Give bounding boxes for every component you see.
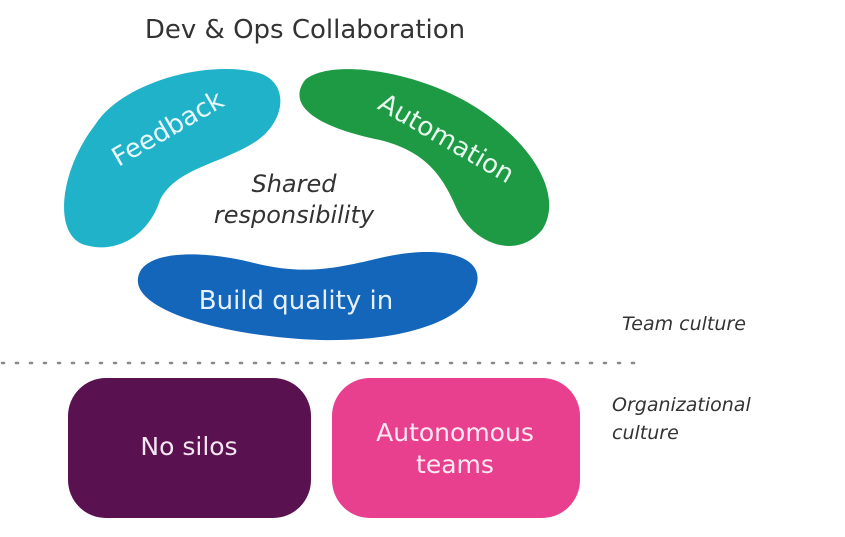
- feedback-blob: [64, 68, 281, 248]
- organizational-culture-label-line1: Organizational: [612, 394, 751, 416]
- shared-responsibility-line1: Shared: [251, 170, 337, 198]
- shared-responsibility-line2: responsibility: [214, 201, 375, 229]
- no-silos-label: No silos: [140, 432, 237, 461]
- organizational-culture-label-line2: culture: [612, 422, 679, 444]
- automation-blob: [299, 69, 550, 246]
- build-quality-in-blob: [137, 252, 478, 341]
- team-culture-label: Team culture: [622, 313, 746, 335]
- no-silos-box: [68, 378, 311, 518]
- autonomous-teams-label-line2: teams: [416, 450, 494, 479]
- autonomous-teams-box: [332, 378, 580, 518]
- diagram-title: Dev & Ops Collaboration: [145, 15, 465, 45]
- autonomous-teams-label-line1: Autonomous: [376, 418, 534, 447]
- build-quality-in-label: Build quality in: [199, 286, 393, 316]
